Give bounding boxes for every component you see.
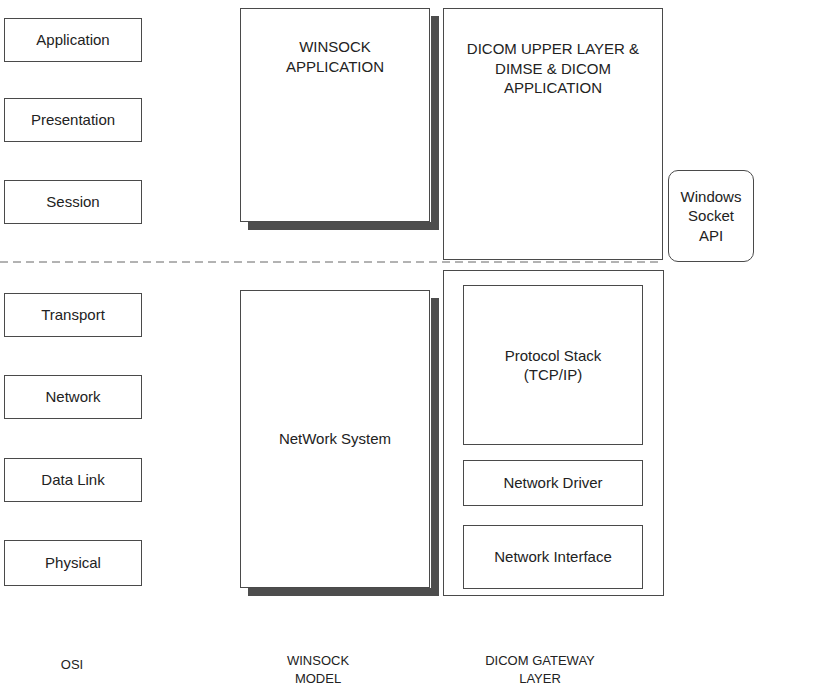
box-label: Data Link [41,470,104,490]
layer-box: NetWork System [240,290,430,588]
box-label: Physical [45,553,101,573]
layer-box: Network Interface [463,525,643,589]
box-label: Network Interface [494,547,612,567]
box-label: Protocol Stack (TCP/IP) [491,346,616,385]
layer-box: Data Link [4,458,142,502]
box-shadow [248,222,439,230]
box-label: Presentation [31,110,115,130]
layer-box: Network [4,375,142,419]
layer-box: Session [4,180,142,224]
column-caption: OSI [42,656,102,674]
box-label: DICOM UPPER LAYER & DIMSE & DICOM APPLIC… [453,39,653,98]
box-label: Windows Socket API [675,187,747,246]
layer-box: WINSOCK APPLICATION [240,8,430,222]
box-label: Network [45,387,100,407]
layer-box: Transport [4,293,142,337]
layer-box: Physical [4,540,142,586]
layer-box: Application [4,18,142,62]
box-shadow [431,298,439,596]
box-label: Network Driver [503,473,602,493]
box-label: Transport [41,305,105,325]
column-caption: DICOM GATEWAY LAYER [470,652,610,687]
box-label: NetWork System [279,429,391,449]
layer-box: Presentation [4,98,142,142]
box-shadow [248,588,439,596]
layer-box: Protocol Stack (TCP/IP) [463,285,643,445]
gateway-frame [444,271,664,596]
layer-divider [0,262,662,263]
box-label: Session [46,192,99,212]
api-box: Windows Socket API [668,170,754,262]
box-label: WINSOCK APPLICATION [270,37,400,76]
box-label: Application [36,30,109,50]
layer-box: DICOM UPPER LAYER & DIMSE & DICOM APPLIC… [443,8,663,260]
column-caption: WINSOCK MODEL [268,652,368,687]
layer-box: Network Driver [463,460,643,506]
box-shadow [431,16,439,230]
